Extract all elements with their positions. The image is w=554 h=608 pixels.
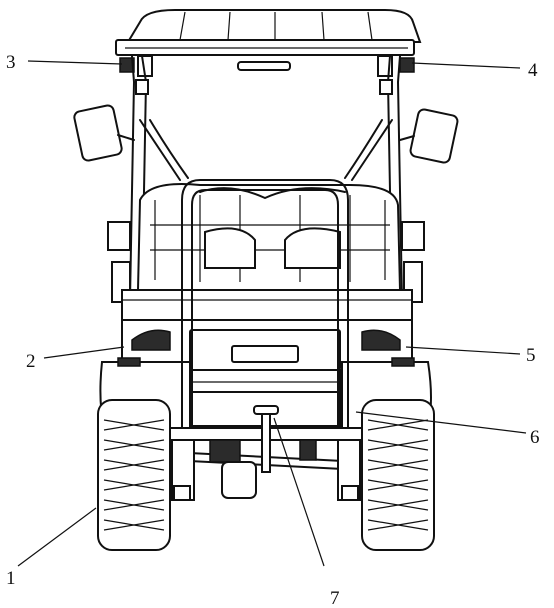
callout-4: 4 — [528, 60, 538, 81]
callout-2: 2 — [26, 351, 36, 372]
callout-7: 7 — [330, 588, 340, 608]
rear-grab-bar — [181, 179, 349, 441]
rear-wheels — [97, 399, 435, 551]
leader-lines — [17, 60, 527, 567]
callout-3: 3 — [6, 52, 16, 73]
roof-canopy — [115, 9, 422, 71]
license-plate — [231, 345, 299, 363]
leader-line-4 — [411, 62, 521, 69]
tail-lights — [131, 329, 401, 351]
callout-labels: 3 4 2 5 6 1 7 — [6, 52, 540, 608]
leader-line-7 — [273, 417, 325, 567]
leader-line-1 — [17, 507, 97, 567]
top-corner-brackets — [119, 55, 415, 77]
tow-hitch-post — [261, 411, 271, 473]
leader-line-5 — [405, 346, 521, 355]
callout-1: 1 — [6, 568, 16, 589]
leader-line-3 — [27, 60, 123, 65]
callout-6: 6 — [530, 427, 540, 448]
side-mirrors — [73, 104, 459, 164]
callout-5: 5 — [526, 345, 536, 366]
rear-suspension — [169, 405, 363, 501]
cab-frame — [129, 55, 403, 301]
tow-hitch — [253, 405, 279, 415]
leader-line-2 — [43, 346, 125, 359]
leader-line-6 — [355, 411, 527, 434]
seat-back — [136, 183, 402, 291]
